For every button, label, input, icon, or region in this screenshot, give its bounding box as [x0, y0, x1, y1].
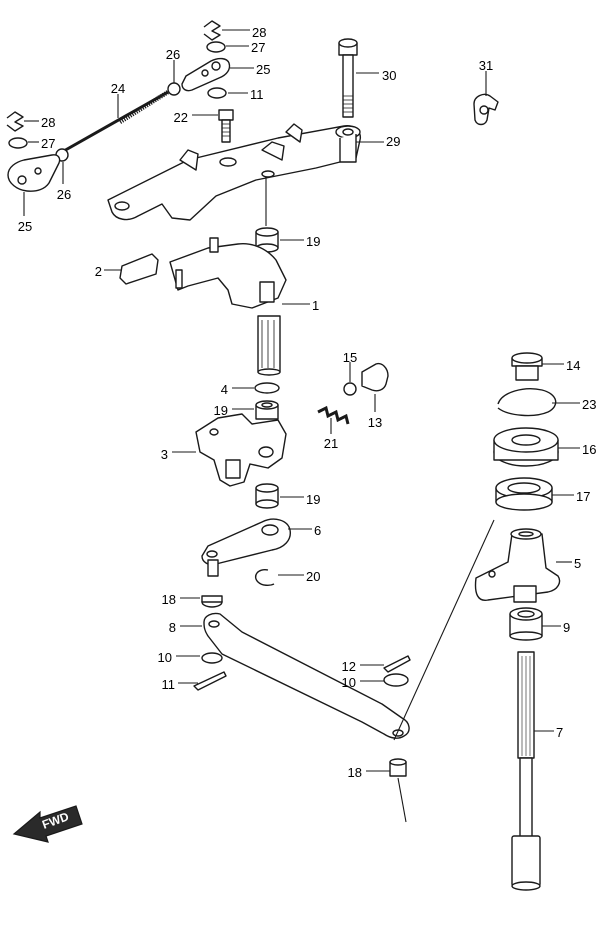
part-27-washer — [206, 41, 226, 53]
part-10-washer — [201, 652, 223, 664]
part-28-clip — [6, 111, 24, 132]
part-6-lever — [201, 518, 291, 577]
callout-10: 10 — [158, 650, 172, 665]
callout-14: 14 — [566, 358, 580, 373]
callout-15: 15 — [343, 350, 357, 365]
callout-30: 30 — [382, 68, 396, 83]
callout-11: 11 — [162, 677, 176, 692]
callout-2: 2 — [95, 264, 102, 279]
part-30-bolt — [338, 38, 358, 118]
callout-20: 20 — [306, 569, 320, 584]
part-14-plug — [511, 352, 543, 381]
callout-26: 26 — [166, 47, 180, 62]
part-3-housing — [195, 413, 287, 487]
callout-18: 18 — [162, 592, 176, 607]
callout-16: 16 — [582, 442, 596, 457]
part-11-cotter-pin — [193, 671, 227, 691]
part-20-circlip — [254, 568, 275, 587]
part-29-bracket — [107, 123, 361, 221]
part-31-clip — [473, 93, 499, 126]
callout-28: 28 — [41, 115, 55, 130]
callout-8: 8 — [169, 620, 176, 635]
fwd-direction-arrow: FWD — [12, 805, 83, 843]
callout-7: 7 — [556, 725, 563, 740]
callout-11: 11 — [250, 87, 264, 102]
callout-3: 3 — [161, 447, 168, 462]
part-21-spring — [317, 405, 350, 425]
part-4-washer — [254, 382, 280, 394]
callout-25: 25 — [256, 62, 270, 77]
callout-24: 24 — [111, 81, 125, 96]
callout-19: 19 — [214, 403, 228, 418]
part-9-seal — [509, 607, 543, 641]
part-15-ball — [343, 382, 357, 396]
callout-27: 27 — [41, 136, 55, 151]
callout-29: 29 — [386, 134, 400, 149]
part-26-nut — [167, 82, 181, 96]
part-18-bushing — [389, 758, 407, 777]
part-24-threaded-rod — [61, 90, 170, 154]
callout-4: 4 — [221, 382, 228, 397]
callout-13: 13 — [368, 415, 382, 430]
callout-9: 9 — [563, 620, 570, 635]
callout-26: 26 — [57, 187, 71, 202]
callout-22: 22 — [174, 110, 188, 125]
callout-23: 23 — [582, 397, 596, 412]
part-8-link-rod — [203, 612, 410, 739]
part-7-shift-rod — [511, 651, 541, 891]
part-17-seal — [495, 477, 553, 511]
callout-17: 17 — [576, 489, 590, 504]
callout-21: 21 — [324, 436, 338, 451]
part-27-washer — [8, 137, 28, 149]
part-19-bushing — [255, 400, 279, 420]
part-1-shift-shaft — [169, 237, 287, 376]
callout-12: 12 — [342, 659, 356, 674]
part-16-bearing — [493, 427, 559, 467]
part-13-sleeve — [361, 362, 389, 392]
callout-19: 19 — [306, 492, 320, 507]
part-22-bolt — [218, 109, 234, 143]
part-18-bushing — [201, 595, 223, 608]
part-28-clip — [203, 20, 221, 41]
callout-6: 6 — [314, 523, 321, 538]
callout-25: 25 — [18, 219, 32, 234]
part-2-plate — [119, 253, 159, 285]
part-19-bushing — [255, 483, 279, 509]
part-12-cotter-pin — [383, 655, 411, 673]
callout-5: 5 — [574, 556, 581, 571]
callout-31: 31 — [479, 58, 493, 73]
part-25-rod-end — [7, 154, 61, 192]
callout-1: 1 — [312, 298, 319, 313]
part-23-circlip — [497, 388, 557, 417]
part-25-rod-end — [181, 57, 231, 92]
part-11-washer — [207, 87, 227, 99]
part-5-housing — [474, 528, 561, 603]
callout-19: 19 — [306, 234, 320, 249]
callout-28: 28 — [252, 25, 266, 40]
callout-27: 27 — [251, 40, 265, 55]
part-10-washer — [383, 673, 409, 687]
callout-10: 10 — [342, 675, 356, 690]
callout-18: 18 — [348, 765, 362, 780]
